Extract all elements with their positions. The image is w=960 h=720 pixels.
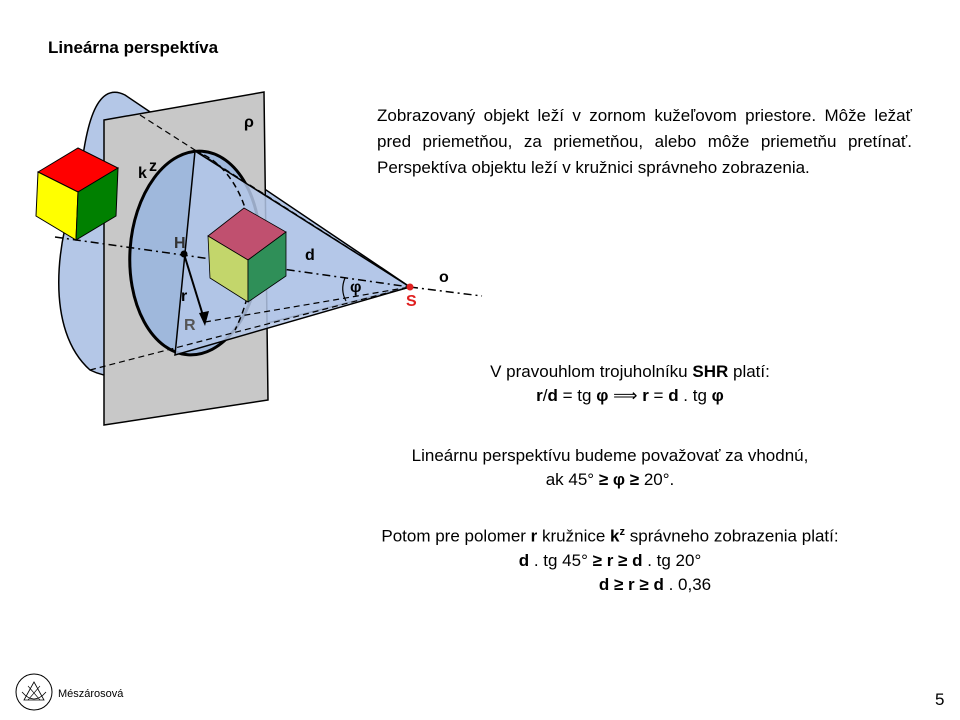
ray-R bbox=[204, 286, 411, 323]
triangle-formula: r/d = tg φ ⟹ r = d . tg φ bbox=[536, 386, 724, 405]
label-rho: ρ bbox=[244, 114, 254, 131]
page-title: Lineárna perspektíva bbox=[48, 38, 219, 57]
page-number: 5 bbox=[935, 690, 945, 709]
radius-line1: Potom pre polomer r kružnice kz správneh… bbox=[381, 526, 839, 546]
triangle-line1: V pravouhlom trojuholníku SHR platí: bbox=[490, 362, 770, 381]
cube1-right bbox=[75, 167, 119, 241]
condition-line1: Lineárnu perspektívu budeme považovať za… bbox=[411, 446, 809, 465]
label-k-sup: z bbox=[149, 158, 157, 175]
label-phi: φ bbox=[350, 279, 361, 296]
triangle-relation: V pravouhlom trojuholníku SHR platí: r/d… bbox=[380, 360, 880, 408]
label-H: H bbox=[174, 235, 186, 252]
cube2-right bbox=[247, 231, 287, 303]
angle-arc bbox=[342, 277, 347, 302]
suitable-condition: Lineárnu perspektívu budeme považovať za… bbox=[340, 444, 880, 492]
radius-condition: Potom pre polomer r kružnice kz správneh… bbox=[300, 520, 920, 597]
ray-top bbox=[139, 114, 411, 288]
label-S: S bbox=[406, 293, 417, 310]
axis-o bbox=[409, 286, 483, 297]
radius-line3: d ≥ r ≥ d . 0,36 bbox=[598, 574, 712, 594]
label-R: R bbox=[184, 317, 196, 334]
label-k: k bbox=[138, 165, 147, 182]
label-r: r bbox=[181, 288, 187, 305]
radius-arrowhead bbox=[199, 311, 209, 326]
author-name: Mészárosová bbox=[58, 688, 124, 700]
label-d: d bbox=[305, 247, 315, 264]
point-H bbox=[180, 250, 188, 258]
radius-arrow bbox=[183, 253, 206, 323]
ray-bottom bbox=[89, 286, 411, 371]
axis-line bbox=[54, 236, 411, 288]
point-S bbox=[406, 283, 414, 291]
author-logo-icon bbox=[15, 673, 53, 711]
condition-line2: ak 45° ≥ φ ≥ 20°. bbox=[545, 470, 675, 489]
intro-paragraph: Zobrazovaný objekt leží v zornom kužeľov… bbox=[377, 106, 912, 177]
radius-line2: d . tg 45° ≥ r ≥ d . tg 20° bbox=[518, 550, 702, 570]
label-o: o bbox=[439, 269, 449, 286]
